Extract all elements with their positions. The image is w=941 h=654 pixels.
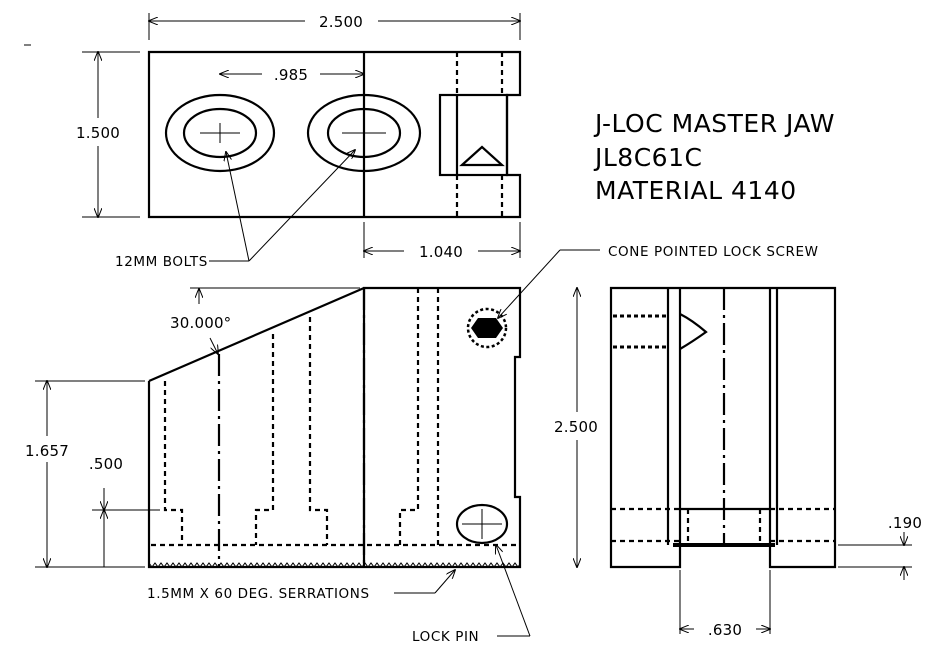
dimension-overall-width: 2.500 [149, 13, 520, 40]
side-height-label: 2.500 [554, 418, 598, 436]
hidden-line [254, 334, 275, 545]
lock-screw-note: CONE POINTED LOCK SCREW [608, 244, 819, 260]
dimension-side-height: 2.500 [554, 288, 598, 567]
leader-lock-pin: LOCK PIN [412, 545, 531, 645]
keyway-depth-label: .190 [888, 514, 922, 532]
hidden-line [308, 317, 329, 545]
dimension-front-height: 1.657 [25, 381, 145, 567]
cone-point-side [679, 313, 708, 350]
hidden-line [163, 381, 184, 545]
leader-bolts: 12MM BOLTS [115, 150, 355, 270]
part-name: J-LOC MASTER JAW [593, 109, 835, 138]
bolt-hole-left [182, 107, 258, 159]
lock-pin-circle [455, 503, 509, 545]
side-view [609, 286, 837, 569]
serrations-note: 1.5MM X 60 DEG. SERRATIONS [147, 586, 370, 602]
material: MATERIAL 4140 [595, 176, 797, 205]
bolt-hole-right [326, 107, 402, 159]
lock-screw-thread [466, 307, 508, 349]
cone-point [459, 145, 505, 167]
hidden-line [398, 288, 420, 545]
part-number: JL8C61C [593, 143, 702, 172]
dimension-keyway-width: .630 [680, 570, 770, 639]
top-view [147, 50, 522, 219]
top-height-label: 1.500 [76, 124, 120, 142]
dimension-angle: 30.000° [170, 287, 360, 354]
leader-serrations: 1.5MM X 60 DEG. SERRATIONS [147, 570, 455, 602]
bolt-counterbore-left [164, 93, 276, 173]
front-height-label: 1.657 [25, 442, 69, 460]
front-view [147, 286, 522, 569]
lock-screw-hex [471, 318, 503, 338]
leader-lock-screw: CONE POINTED LOCK SCREW [498, 244, 819, 318]
dimension-keyway-depth: .190 [838, 514, 922, 580]
bolt-counterbore-right [306, 93, 422, 173]
front-view-outline [147, 286, 522, 569]
slot-offset-label: 1.040 [419, 243, 463, 261]
dimension-step-height: .500 [89, 455, 160, 567]
title-block: J-LOC MASTER JAW JL8C61C MATERIAL 4140 [593, 109, 835, 205]
serrations [148, 562, 521, 568]
overall-width-label: 2.500 [319, 13, 363, 31]
tapered-face [148, 286, 365, 383]
top-view-outline [147, 50, 522, 219]
angle-label: 30.000° [170, 314, 231, 332]
dimension-top-height: 1.500 [76, 52, 140, 217]
lock-pin-note: LOCK PIN [412, 629, 479, 645]
dimension-slot-offset: 1.040 [364, 222, 520, 261]
top-view-slot [438, 93, 509, 177]
bolt-spacing-label: .985 [274, 66, 308, 84]
step-height-label: .500 [89, 455, 123, 473]
bolts-note: 12MM BOLTS [115, 254, 208, 270]
keyway-width-label: .630 [708, 621, 742, 639]
dimension-bolt-spacing: .985 [220, 66, 364, 84]
